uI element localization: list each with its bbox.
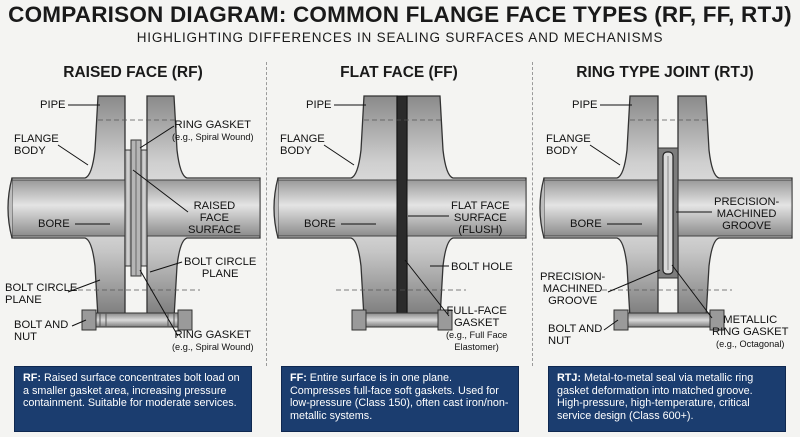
rf-panel-title: RAISED FACE (RF) <box>63 64 203 81</box>
rtj-label-pipe: PIPE <box>572 99 598 111</box>
diagram-subtitle: HIGHLIGHTING DIFFERENCES IN SEALING SURF… <box>136 30 664 45</box>
ff-label-flat-face: FLAT FACE SURFACE (FLUSH) <box>451 200 510 236</box>
panel-divider <box>532 62 533 366</box>
rf-label-ring-gasket-bottom: RING GASKET(e.g., Spiral Wound) <box>172 329 254 352</box>
rtj-note-box: RTJ: Metal-to-metal seal via metallic ri… <box>548 366 786 432</box>
ff-note-box: FF: Entire surface is in one plane. Comp… <box>281 366 519 432</box>
leader-lines <box>57 104 713 337</box>
ff-flange-drawing <box>273 95 527 331</box>
rf-label-bolt-nut: BOLT AND NUT <box>14 319 69 343</box>
panel-divider <box>266 62 267 366</box>
rf-note-box: RF: Raised surface concentrates bolt loa… <box>14 366 252 432</box>
rf-label-flange-body: FLANGE BODY <box>14 133 59 157</box>
diagram-title: COMPARISON DIAGRAM: COMMON FLANGE FACE T… <box>8 2 792 27</box>
rtj-label-flange-body: FLANGE BODY <box>546 133 591 157</box>
rf-flange-drawing <box>7 95 261 331</box>
rf-label-bolt-circle-left: BOLT CIRCLE PLANE <box>5 282 78 306</box>
ff-label-pipe: PIPE <box>306 99 332 111</box>
rtj-flange-drawing <box>539 95 793 331</box>
ff-label-bore: BORE <box>304 218 336 230</box>
ff-panel-title: FLAT FACE (FF) <box>340 64 458 81</box>
rf-label-pipe: PIPE <box>40 99 66 111</box>
ff-label-bolt-hole: BOLT HOLE <box>451 261 513 273</box>
rtj-label-groove-right: PRECISION- MACHINED GROOVE <box>714 196 780 232</box>
rf-label-ring-gasket-top: RING GASKET(e.g., Spiral Wound) <box>172 119 254 142</box>
rtj-label-groove-left: PRECISION- MACHINED GROOVE <box>540 271 606 307</box>
rf-label-raised-face: RAISED FACE SURFACE <box>188 200 241 236</box>
ff-label-flange-body: FLANGE BODY <box>280 133 325 157</box>
rtj-label-bolt-nut: BOLT AND NUT <box>548 323 603 347</box>
rf-label-bolt-circle-right: BOLT CIRCLE PLANE <box>184 256 257 280</box>
ff-label-full-face-gasket: FULL-FACE GASKET(e.g., Full Face Elastom… <box>446 305 508 352</box>
rtj-label-metallic-ring: METALLIC RING GASKET(e.g., Octagonal) <box>712 314 789 349</box>
rtj-label-bore: BORE <box>570 218 602 230</box>
rf-label-bore: BORE <box>38 218 70 230</box>
rtj-panel-title: RING TYPE JOINT (RTJ) <box>576 64 754 81</box>
